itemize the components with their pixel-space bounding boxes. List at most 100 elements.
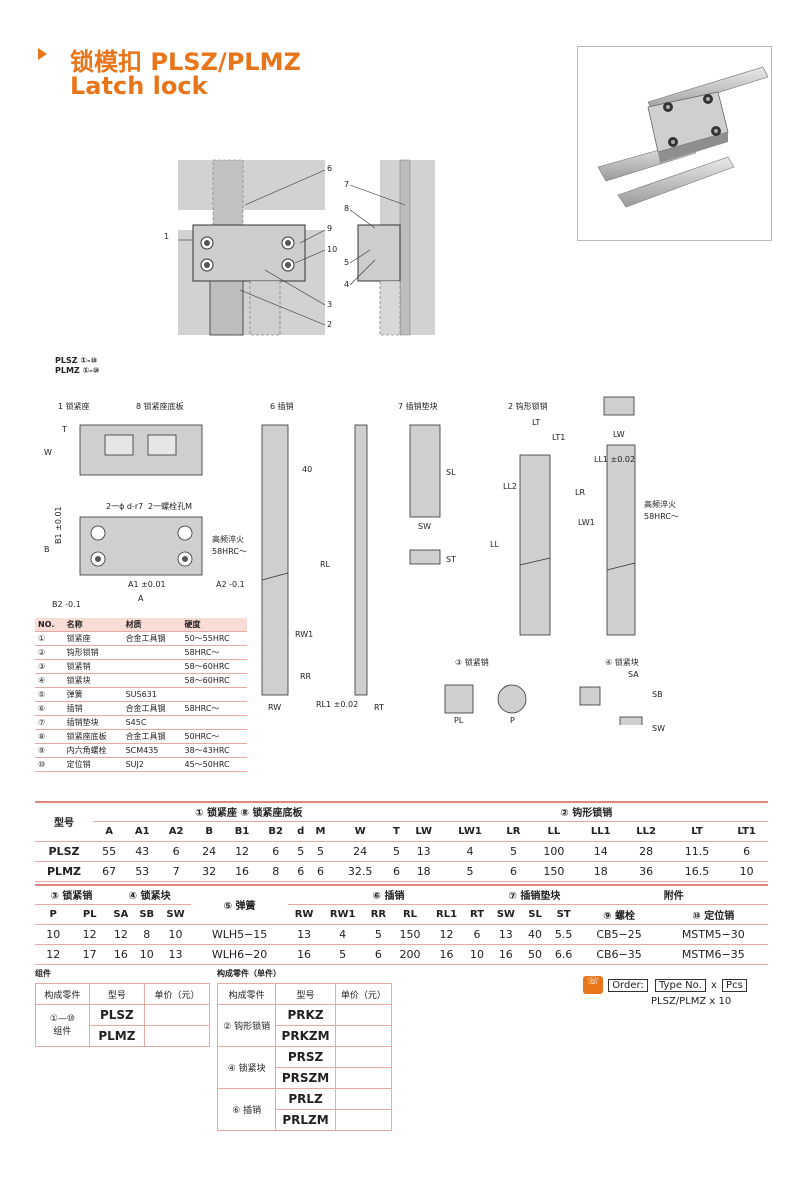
spec1-cell: 150 [529,861,579,882]
spec2-acc: MSTM6−35 [658,944,768,965]
spec1-cell: 100 [529,841,579,862]
part-label-2: 2 钩形锁销 [508,402,548,411]
comp-group: ⑥ 插销 [216,1088,277,1131]
comp-price [334,1046,393,1068]
spec2-cell: 16 [428,944,465,965]
dim-hole2: 2一螺栓孔M [148,502,192,511]
spec2-cell: 4 [320,924,366,945]
spec1-cell: 5 [442,861,498,882]
callout-2: 2 [327,320,333,329]
spec1-cell: 18 [404,861,443,882]
mat-cell: 50～55HRC [181,631,247,646]
mat-cell [181,715,247,730]
dim-P: P [510,716,515,725]
spec1-model-head: 型号 [35,802,93,842]
spec1-cell: 32 [193,861,226,882]
mat-cell: ④ [35,673,64,688]
spec2-acc: CB5−25 [579,924,659,945]
dim-SA: SA [628,670,639,679]
spec1-group2: ② 钩形锁销 [404,802,768,822]
title-arrow-icon [38,48,47,60]
spec2-cell: 13 [287,924,321,945]
spec2-col-head: SL [522,904,548,925]
mat-head-material: 材质 [122,618,182,632]
spec2-cell: 10 [464,944,490,965]
spec2-cell: 150 [391,924,429,945]
mat-cell: 58～60HRC [181,659,247,674]
spec2-cell: 16 [107,944,134,965]
spec1-cell: 16 [225,861,259,882]
spec1-col-head: LL1 [578,821,624,842]
callout-4: 4 [344,280,350,289]
dim-ST: ST [446,555,456,564]
dim-SW: SW [418,522,431,531]
callout-6: 6 [327,164,333,173]
spec2-g8: 附件 [579,885,768,905]
spec2-acc: CB6−35 [579,944,659,965]
comp-left-label-top: ①—⑩ [49,1014,75,1024]
spec1-cell: 11.5 [668,841,726,862]
dim-T: T [62,425,67,434]
spec2-cell: 10 [133,944,160,965]
comp-model: PRSZ [275,1046,336,1068]
spec1-cell: 24 [331,841,389,862]
mat-cell: ⑤ [35,687,64,702]
dim-A2: A2 -0.1 [216,580,245,589]
dim-hard2: 58HRC～ [212,547,247,556]
spec2-col-head: SW [159,904,192,925]
mat-cell [122,645,182,660]
spec2-cell: 10 [35,924,72,945]
spec1-cell: 5 [309,841,332,862]
spec1-cell: 55 [93,841,126,862]
spec2-col-head: ST [547,904,580,925]
mat-cell: ⑦ [35,715,64,730]
spec1-cell: 7 [159,861,193,882]
mat-cell: ② [35,645,64,660]
spec2-col-head: RL [391,904,429,925]
comp-model: PRLZM [275,1109,336,1131]
spec1-col-head: A [93,821,126,842]
spec1-cell: 6 [292,861,310,882]
part-drawings [79,396,643,725]
spec1-col-head: LT [668,821,726,842]
page-title-cn: 锁模扣 PLSZ/PLMZ [70,48,301,76]
spec1-cell: 13 [404,841,443,862]
mat-cell: 锁紧座 [63,631,123,646]
mat-cell: 58HRC～ [181,645,247,660]
comp-price [334,1004,393,1026]
spec2-col-head: ⑨ 螺栓 [579,904,659,925]
spec1-col-head: LW1 [442,821,498,842]
dim-LL1: LL1 ±0.02 [594,455,636,464]
part-label-8: 8 锁紧座底板 [136,402,184,411]
mat-cell: 插销垫块 [63,715,123,730]
spec2-cell: 50 [522,944,548,965]
series-note-plmz: PLMZ ①-⑩ [55,366,100,375]
spec1-model: PLMZ [35,861,93,882]
spec1-cell: 43 [125,841,160,862]
dim-PL: PL [454,716,464,725]
dim-RL: RL [320,560,331,569]
dim-RR: RR [300,672,312,681]
components-title-left: 组件 [35,969,51,978]
dim-LW: LW [613,430,625,439]
spec2-g6: ⑥ 插销 [287,885,490,905]
spec1-cell: 18 [578,861,624,882]
comp-group: ② 钩形锁销 [216,1004,277,1047]
spec1-col-head: d [292,821,310,842]
spec1-col-head: A2 [159,821,193,842]
mat-cell: 弹簧 [63,687,123,702]
dim-A: A [138,594,144,603]
spec2-col-head: RR [365,904,392,925]
callout-1: 1 [164,232,170,241]
spec1-col-head: M [309,821,332,842]
spec1-cell: 6 [258,841,293,862]
spec1-cell: 12 [225,841,259,862]
mat-head-name: 名称 [63,618,123,632]
spec1-col-head: W [331,821,389,842]
spec1-col-head: LL2 [623,821,669,842]
comp-price [334,1109,393,1131]
dim-40: 40 [302,465,313,474]
dim-LW1: LW1 [578,518,595,527]
spec1-cell: 16.5 [668,861,726,882]
